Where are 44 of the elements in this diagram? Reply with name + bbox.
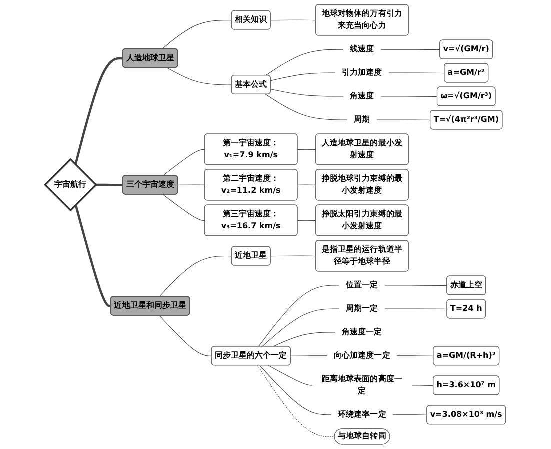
connector — [74, 57, 124, 166]
connector — [262, 308, 340, 348]
connector — [266, 49, 344, 76]
connector — [167, 68, 232, 86]
connector — [272, 332, 336, 348]
connector — [260, 365, 332, 416]
connector — [96, 184, 124, 186]
connector — [162, 20, 232, 50]
node-text: 环绕速率一定 — [338, 410, 386, 420]
connector — [380, 49, 440, 50]
connector — [257, 365, 336, 438]
connector — [270, 256, 316, 257]
connector — [270, 89, 344, 97]
node-diamond: 宇宙航行 — [44, 158, 98, 212]
connector — [178, 184, 206, 186]
connector — [384, 285, 448, 286]
connector — [298, 184, 316, 186]
connector — [268, 365, 313, 386]
node-text: 线速度 — [350, 44, 374, 54]
node-text: 周期一定 — [346, 304, 378, 314]
connector — [298, 220, 316, 222]
node-text: 距离地球表面的高度一定 — [322, 374, 402, 396]
node-text: 向心加速度一定 — [334, 351, 390, 360]
connector — [258, 285, 340, 348]
connector — [74, 204, 112, 308]
connector — [298, 149, 316, 150]
node-text: 角速度一定 — [342, 328, 382, 337]
node-text: 周期 — [354, 115, 370, 124]
connector — [159, 256, 232, 298]
connector — [266, 94, 348, 120]
connector — [159, 315, 212, 356]
node-text: 位置一定 — [346, 280, 378, 290]
connector — [392, 414, 428, 416]
connector — [270, 72, 336, 82]
connector — [162, 194, 206, 222]
connector — [388, 72, 445, 74]
connector — [380, 96, 438, 98]
node-text: 引力加速度 — [342, 68, 382, 78]
connector — [270, 20, 316, 21]
node-text: 角速度 — [350, 92, 374, 101]
connector — [412, 385, 434, 386]
connector — [376, 120, 431, 121]
connector — [162, 149, 206, 176]
connector — [384, 308, 448, 310]
